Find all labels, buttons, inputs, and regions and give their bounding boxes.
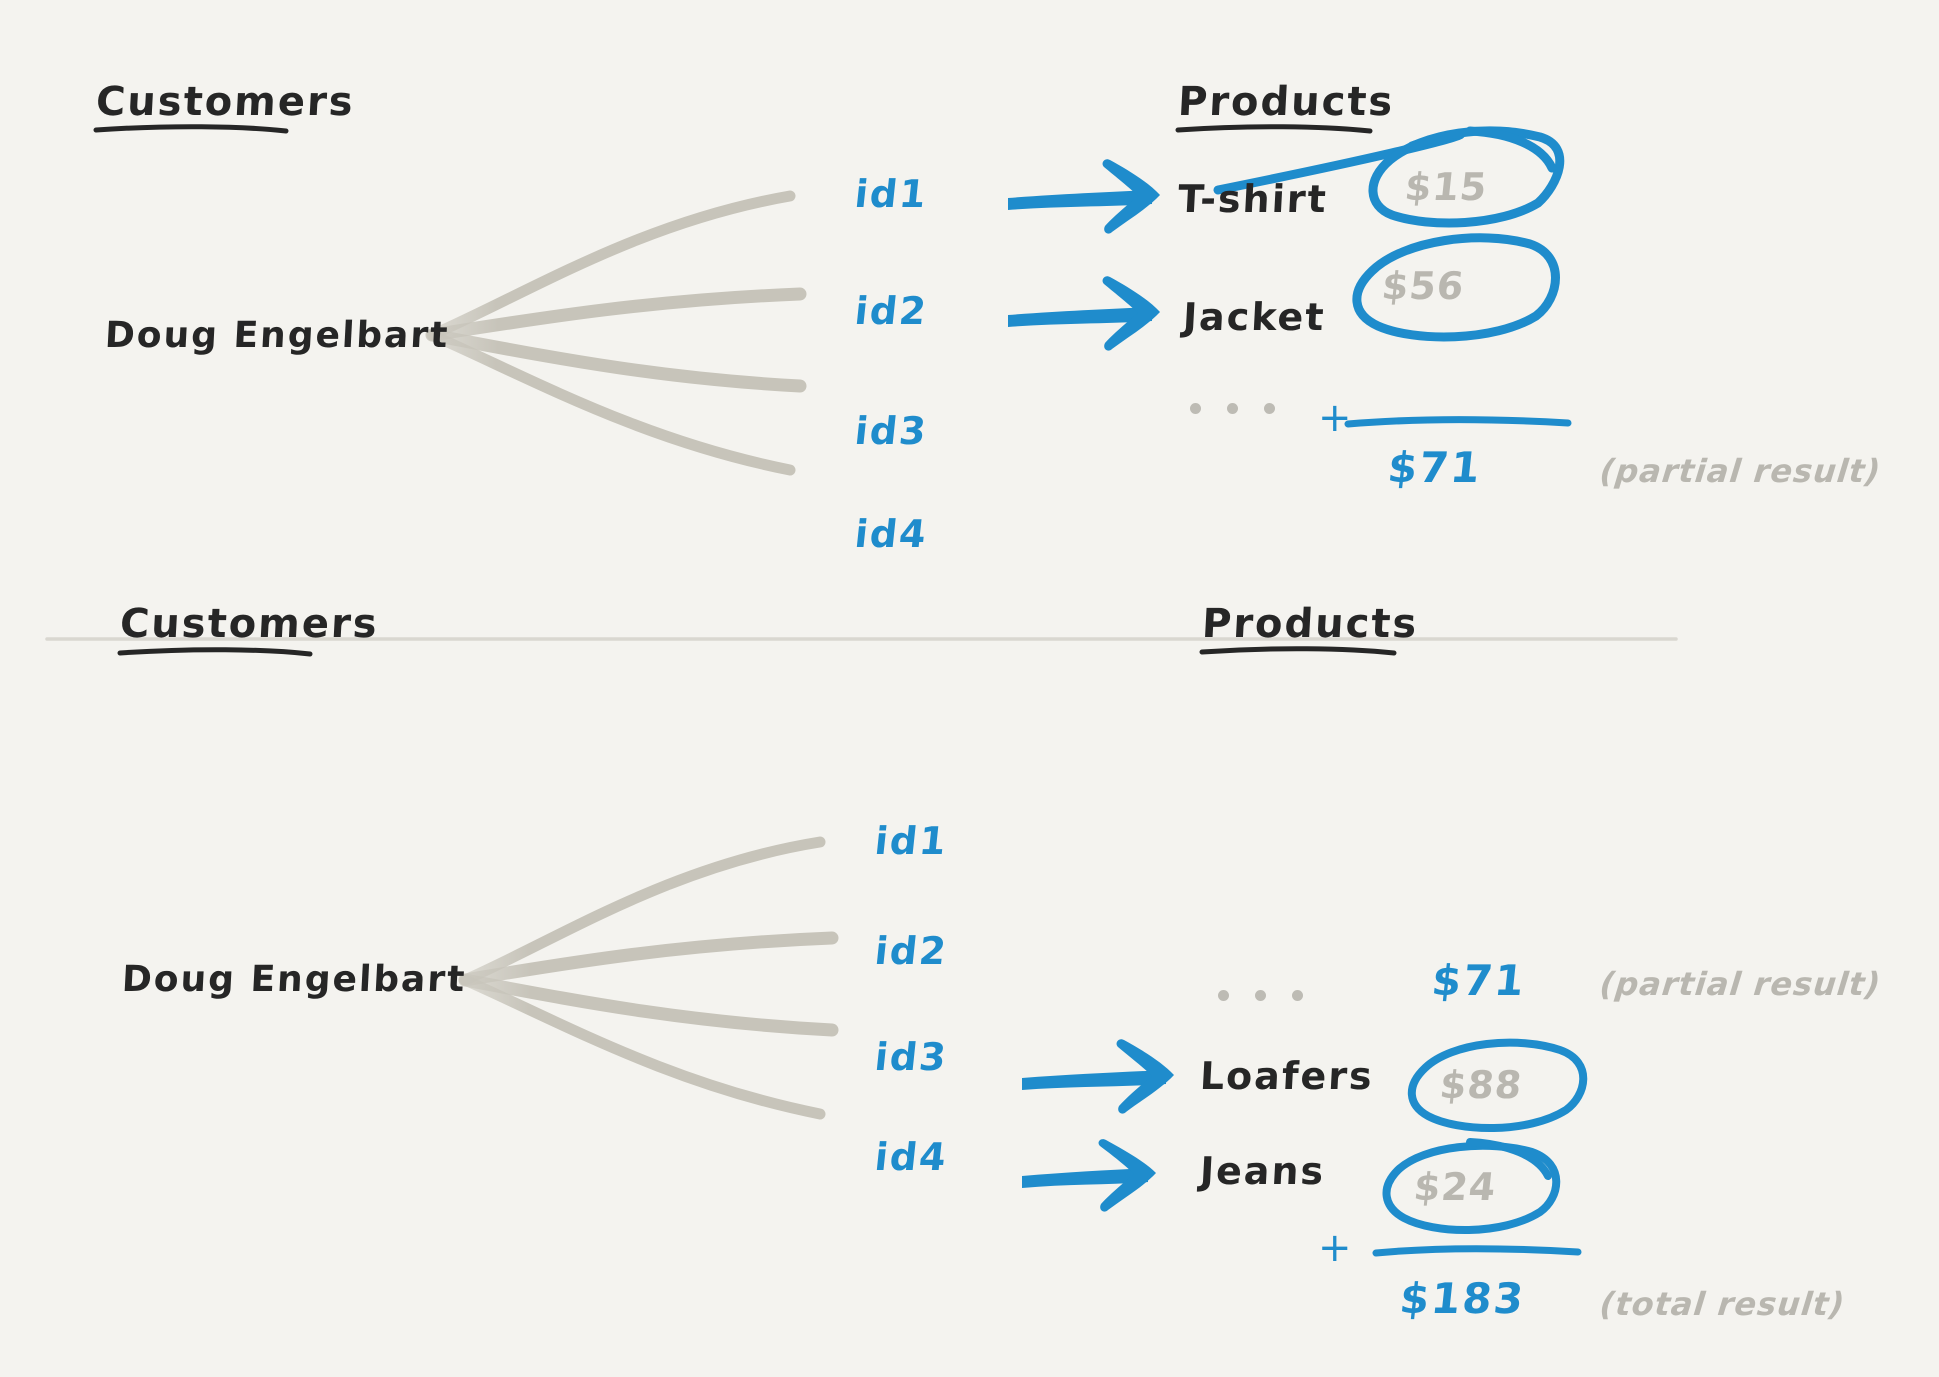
customers-heading-top: Customers [94, 79, 356, 125]
ellipsis-dot [1292, 990, 1303, 1001]
price-circle-loafers [1407, 1038, 1588, 1133]
customer-name-bottom: Doug Engelbart [120, 959, 468, 1000]
ellipsis-dot [1190, 403, 1201, 414]
ellipsis-dot [1255, 990, 1266, 1001]
carried-note-bottom: (partial result) [1598, 965, 1884, 1003]
products-heading-bottom: Products [1200, 601, 1420, 647]
sum-rule-top [1344, 416, 1572, 428]
price-jeans: $24 [1411, 1165, 1499, 1209]
underline-products-bottom [1199, 646, 1397, 656]
product-label-tshirt: T-shirt [1176, 177, 1329, 221]
id-label-bottom-id1[interactable]: id1 [872, 819, 950, 863]
id-label-top-id2[interactable]: id2 [852, 289, 930, 333]
plus-sign-bottom: + [1318, 1225, 1352, 1271]
arrow-id3-to-loafers [1022, 1039, 1174, 1114]
id-label-bottom-id3[interactable]: id3 [872, 1035, 950, 1079]
price-circle-tshirt [0, 0, 1565, 228]
id-label-top-id1[interactable]: id1 [852, 172, 930, 216]
carried-value-bottom: $71 [1429, 956, 1529, 1005]
id-label-top-id4[interactable]: id4 [852, 512, 930, 556]
sum-note-bottom: (total result) [1598, 1285, 1848, 1323]
id-label-top-id3[interactable]: id3 [852, 409, 930, 453]
arrow-id1-to-tshirt [1008, 159, 1160, 234]
ellipsis-dot [1218, 990, 1229, 1001]
sum-note-top: (partial result) [1598, 452, 1884, 490]
sum-value-top: $71 [1385, 443, 1485, 492]
id-label-bottom-id2[interactable]: id2 [872, 929, 950, 973]
arrow-id2-to-jacket [1008, 276, 1160, 351]
branch-lines-bottom [458, 836, 839, 1120]
ellipsis-bottom [1218, 990, 1303, 1001]
branch-lines-top [425, 190, 807, 476]
ellipsis-dot [1227, 403, 1238, 414]
customer-name-top: Doug Engelbart [103, 315, 451, 356]
underline-products-top [1175, 124, 1373, 134]
underline-customers-top [93, 124, 289, 134]
price-jacket: $56 [1379, 264, 1467, 308]
products-heading-top: Products [1176, 79, 1396, 125]
id-label-bottom-id4[interactable]: id4 [872, 1135, 950, 1179]
sum-value-bottom: $183 [1397, 1274, 1528, 1323]
ellipsis-top [1190, 403, 1275, 414]
underline-customers-bottom [117, 647, 313, 657]
product-label-jeans: Jeans [1198, 1149, 1327, 1193]
price-loafers: $88 [1437, 1063, 1525, 1107]
heading-underlines [93, 124, 1397, 657]
price-circle-jacket [1352, 233, 1560, 342]
price-tshirt: $15 [1402, 165, 1490, 209]
customers-heading-bottom: Customers [118, 601, 380, 647]
product-label-loafers: Loafers [1198, 1054, 1375, 1098]
product-label-jacket: Jacket [1181, 295, 1327, 339]
arrow-id4-to-jeans [1022, 1139, 1156, 1212]
plus-sign-top: + [1318, 395, 1352, 441]
sum-rule-bottom [1372, 1245, 1582, 1257]
ellipsis-dot [1264, 403, 1275, 414]
price-circle-jeans [1382, 1138, 1561, 1235]
